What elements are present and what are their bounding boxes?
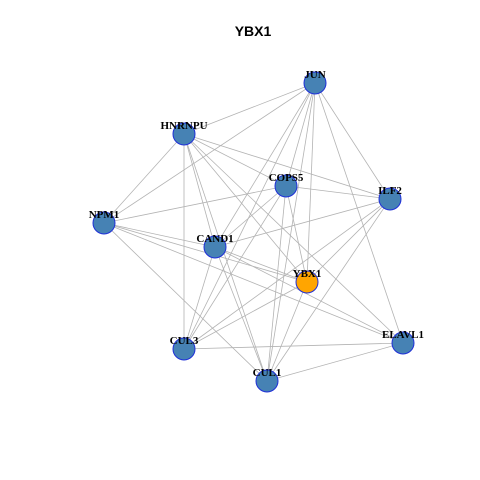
edge-hnrnpu-ybx1 [183,133,308,283]
edge-hnrnpu-cops5 [183,133,287,187]
edge-jun-elavl1 [314,82,404,344]
edge-hnrnpu-npm1 [103,133,185,224]
node-label-cand1: CAND1 [196,233,233,245]
edge-jun-cul3 [183,82,316,350]
edge-jun-npm1 [103,82,316,224]
edge-ilf2-cul1 [266,198,391,382]
edge-jun-ilf2 [314,82,391,200]
node-cand1 [203,235,227,259]
node-npm1 [92,211,116,235]
node-jun [303,71,327,95]
graph-title: YBX1 [235,23,272,39]
node-elavl1 [391,331,415,355]
edge-jun-ybx1 [306,82,316,283]
edge-cand1-cul1 [214,246,268,382]
edge-hnrnpu-cul1 [183,133,268,382]
edge-hnrnpu-cand1 [183,133,216,248]
node-label-elavl1: ELAVL1 [382,329,424,341]
edge-cand1-cul3 [183,246,216,350]
edge-jun-cops5 [285,82,316,187]
node-cops5 [274,174,298,198]
edge-cops5-ybx1 [285,185,308,283]
node-ybx1 [295,270,319,294]
node-cul1 [255,369,279,393]
edge-npm1-cul1 [103,222,268,382]
edge-cops5-cand1 [214,185,287,248]
edge-ilf2-ybx1 [306,198,391,283]
node-hnrnpu [172,122,196,146]
edge-ybx1-cul1 [266,281,308,382]
edge-npm1-elavl1 [103,222,404,344]
edge-jun-hnrnpu [183,82,316,135]
node-label-cul3: CUL3 [170,335,199,347]
edge-ybx1-cul3 [183,281,308,350]
edge-cops5-npm1 [103,185,287,224]
edge-npm1-cand1 [103,222,216,248]
edge-elavl1-cul3 [183,342,404,350]
label-layer: JUN HNRNPU COPS5ILF2NPM1CAND1YBX1ELAVL1CUL… [89,69,424,379]
edge-cand1-elavl1 [214,246,404,344]
edge-cops5-ilf2 [285,185,391,200]
edge-cops5-cul1 [266,185,287,382]
node-ilf2 [378,187,402,211]
edge-jun-cand1 [214,82,316,248]
node-label-npm1: NPM1 [89,209,120,221]
node-layer [92,71,415,393]
node-cul3 [172,337,196,361]
node-label-hnrnpu: HNRNPU [160,120,207,132]
edge-hnrnpu-elavl1 [183,133,404,344]
edge-cand1-ybx1 [214,246,308,283]
edge-elavl1-cul1 [266,342,404,382]
node-label-ybx1: YBX1 [293,268,322,280]
node-label-ilf2: ILF2 [378,185,402,197]
edge-jun-cul1 [266,82,316,382]
edge-layer [103,82,404,382]
edge-ilf2-cand1 [214,198,391,248]
edge-cops5-cul3 [183,185,287,350]
node-label-jun: JUN [304,69,325,81]
edge-hnrnpu-ilf2 [183,133,391,200]
node-label-cops5: COPS5 [269,172,304,184]
node-label-cul1: CUL1 [253,367,282,379]
